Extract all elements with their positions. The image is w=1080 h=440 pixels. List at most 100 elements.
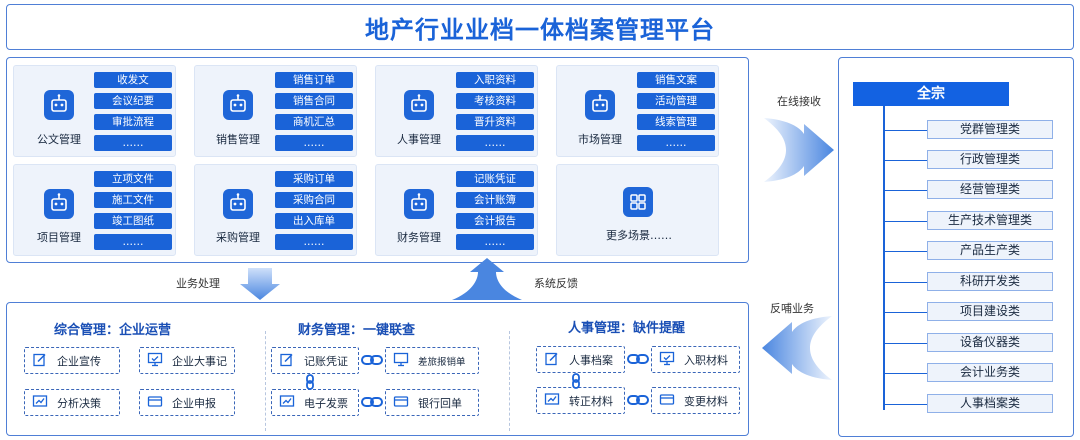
module-label: 项目管理 xyxy=(37,231,81,244)
module-item[interactable]: 晋升资料 xyxy=(456,114,534,130)
module-item[interactable]: 审批流程 xyxy=(94,114,172,130)
chart-screen-icon xyxy=(279,393,295,412)
link-icon xyxy=(572,373,580,389)
module-item[interactable]: 销售文案 xyxy=(637,72,715,88)
module-item[interactable]: 记账凭证 xyxy=(456,171,534,187)
module-item[interactable]: 活动管理 xyxy=(637,93,715,109)
module-item[interactable]: 采购订单 xyxy=(275,171,353,187)
module-item[interactable]: …… xyxy=(94,234,172,250)
app-box[interactable]: 差旅报销单 xyxy=(385,347,479,374)
module-card-project[interactable]: 项目管理 立项文件 施工文件 竣工图纸 …… xyxy=(13,164,176,256)
link-icon xyxy=(361,355,383,365)
archive-root[interactable]: 全宗 xyxy=(853,82,1009,106)
app-box[interactable]: 人事档案 xyxy=(536,346,625,373)
module-label: 销售管理 xyxy=(216,133,260,146)
archive-category[interactable]: 党群管理类 xyxy=(927,120,1053,139)
module-item[interactable]: 立项文件 xyxy=(94,171,172,187)
module-item[interactable]: 会计账簿 xyxy=(456,192,534,208)
monitor-icon xyxy=(147,351,163,370)
archive-category[interactable]: 经营管理类 xyxy=(927,180,1053,199)
chart-screen-icon xyxy=(544,391,560,410)
robot-icon xyxy=(44,90,74,120)
flow-label-business: 业务处理 xyxy=(176,277,220,290)
flow-label-feedback: 系统反馈 xyxy=(534,277,578,290)
section-title-finance: 财务管理：一键联查 xyxy=(298,323,416,338)
module-item[interactable]: 采购合同 xyxy=(275,192,353,208)
module-card-more[interactable]: 更多场景…… xyxy=(556,164,719,256)
module-item[interactable]: …… xyxy=(456,234,534,250)
module-label: 财务管理 xyxy=(397,231,441,244)
module-item[interactable]: 商机汇总 xyxy=(275,114,353,130)
card-icon xyxy=(147,393,163,412)
archive-category[interactable]: 会计业务类 xyxy=(927,363,1053,382)
card-icon xyxy=(659,391,675,410)
archive-category[interactable]: 科研开发类 xyxy=(927,272,1053,291)
archive-category[interactable]: 项目建设类 xyxy=(927,302,1053,321)
robot-icon xyxy=(585,90,615,120)
robot-icon xyxy=(44,189,74,219)
archive-category[interactable]: 生产技术管理类 xyxy=(927,211,1053,230)
module-item[interactable]: …… xyxy=(275,234,353,250)
archive-category[interactable]: 产品生产类 xyxy=(927,241,1053,260)
app-box[interactable]: 企业大事记 xyxy=(139,347,235,374)
module-item[interactable]: …… xyxy=(456,135,534,151)
archive-category[interactable]: 人事档案类 xyxy=(927,394,1053,413)
module-item[interactable]: 会计报告 xyxy=(456,213,534,229)
app-box[interactable]: 变更材料 xyxy=(651,387,740,414)
chart-screen-icon xyxy=(32,393,48,412)
module-item[interactable]: 施工文件 xyxy=(94,192,172,208)
archive-category[interactable]: 设备仪器类 xyxy=(927,333,1053,352)
module-item[interactable]: …… xyxy=(637,135,715,151)
app-box[interactable]: 分析决策 xyxy=(24,389,120,416)
arrow-left-icon xyxy=(762,316,832,380)
module-item[interactable]: …… xyxy=(275,135,353,151)
card-icon xyxy=(393,393,409,412)
module-label: 市场管理 xyxy=(578,133,622,146)
module-item[interactable]: 会议纪要 xyxy=(94,93,172,109)
app-box[interactable]: 电子发票 xyxy=(271,389,359,416)
robot-icon xyxy=(404,189,434,219)
app-box[interactable]: 企业申报 xyxy=(139,389,235,416)
app-box[interactable]: 入职材料 xyxy=(651,346,740,373)
module-item[interactable]: 收发文 xyxy=(94,72,172,88)
title-bar: 地产行业业档一体档案管理平台 xyxy=(6,4,1074,50)
link-icon xyxy=(361,397,383,407)
module-item[interactable]: 入职资料 xyxy=(456,72,534,88)
business-modules-panel: 公文管理 收发文 会议纪要 审批流程 …… 销售管理 销售订单 销售合同 商机汇… xyxy=(6,57,749,263)
module-item[interactable]: 出入库单 xyxy=(275,213,353,229)
module-card-marketing[interactable]: 市场管理 销售文案 活动管理 线索管理 …… xyxy=(556,65,719,157)
module-label: 采购管理 xyxy=(216,231,260,244)
archive-tree-panel: 全宗 党群管理类 行政管理类 经营管理类 生产技术管理类 产品生产类 科研开发类… xyxy=(838,57,1074,437)
link-icon xyxy=(627,395,649,405)
module-card-hr[interactable]: 人事管理 入职资料 考核资料 晋升资料 …… xyxy=(375,65,538,157)
module-card-document[interactable]: 公文管理 收发文 会议纪要 审批流程 …… xyxy=(13,65,176,157)
module-item[interactable]: 销售合同 xyxy=(275,93,353,109)
app-box[interactable]: 记账凭证 xyxy=(271,347,359,374)
module-label: 人事管理 xyxy=(397,133,441,146)
tree-trunk xyxy=(883,106,885,410)
app-box[interactable]: 企业宣传 xyxy=(24,347,120,374)
edit-icon xyxy=(544,350,560,369)
app-box[interactable]: 转正材料 xyxy=(536,387,625,414)
robot-icon xyxy=(223,189,253,219)
module-card-purchase[interactable]: 采购管理 采购订单 采购合同 出入库单 …… xyxy=(194,164,357,256)
link-icon xyxy=(306,374,314,390)
monitor-icon xyxy=(659,350,675,369)
module-item[interactable]: 考核资料 xyxy=(456,93,534,109)
module-item[interactable]: …… xyxy=(94,135,172,151)
grid-icon xyxy=(623,187,653,217)
monitor-icon xyxy=(393,351,409,370)
flow-label-backfeed: 反哺业务 xyxy=(770,302,814,315)
module-label: 更多场景…… xyxy=(606,229,672,242)
link-icon xyxy=(627,354,649,364)
module-label: 公文管理 xyxy=(37,133,81,146)
archive-category[interactable]: 行政管理类 xyxy=(927,150,1053,169)
app-box[interactable]: 银行回单 xyxy=(385,389,479,416)
module-item[interactable]: 线索管理 xyxy=(637,114,715,130)
module-item[interactable]: 销售订单 xyxy=(275,72,353,88)
module-item[interactable]: 竣工图纸 xyxy=(94,213,172,229)
module-card-sales[interactable]: 销售管理 销售订单 销售合同 商机汇总 …… xyxy=(194,65,357,157)
module-card-finance[interactable]: 财务管理 记账凭证 会计账簿 会计报告 …… xyxy=(375,164,538,256)
robot-icon xyxy=(223,90,253,120)
